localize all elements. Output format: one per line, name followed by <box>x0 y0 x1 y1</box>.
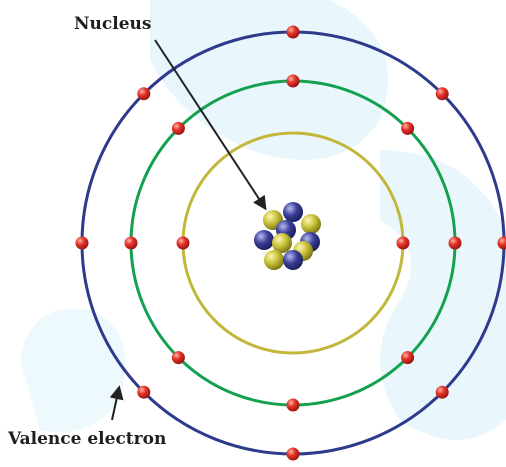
inner-shell-electron <box>176 236 190 250</box>
watermark-shape-left <box>20 308 126 432</box>
neutron <box>283 202 303 222</box>
outer-shell-electron <box>75 236 89 250</box>
outer-shell-electron <box>435 385 449 399</box>
middle-shell-electron <box>286 74 300 88</box>
nucleus-arrow <box>154 39 267 211</box>
middle-shell-electron <box>171 351 185 365</box>
valence-electron-label: Valence electron <box>7 429 166 449</box>
outer-shell-electron <box>286 25 300 39</box>
electrons <box>75 25 506 461</box>
outer-shell-electron <box>137 385 151 399</box>
watermark-shape-right <box>380 150 506 440</box>
proton <box>272 233 292 253</box>
outer-shell-electron <box>286 447 300 461</box>
valence-arrow <box>109 385 124 421</box>
outer-shell-electron <box>435 87 449 101</box>
inner-shell-electron <box>396 236 410 250</box>
inner-shell <box>181 131 405 355</box>
middle-shell-electron <box>171 121 185 135</box>
outer-shell-electron <box>497 236 506 250</box>
outer-shell-electron <box>137 87 151 101</box>
neutron <box>254 230 274 250</box>
middle-shell-electron <box>286 398 300 412</box>
watermark-shape-top <box>150 0 389 160</box>
background-watermark <box>20 0 506 440</box>
neutron <box>283 250 303 270</box>
nucleus <box>254 202 321 270</box>
middle-shell-electron <box>124 236 138 250</box>
proton <box>301 214 321 234</box>
middle-shell-electron <box>401 351 415 365</box>
middle-shell-electron <box>448 236 462 250</box>
proton <box>264 250 284 270</box>
middle-shell-electron <box>401 121 415 135</box>
nucleus-label: Nucleus <box>74 14 151 34</box>
